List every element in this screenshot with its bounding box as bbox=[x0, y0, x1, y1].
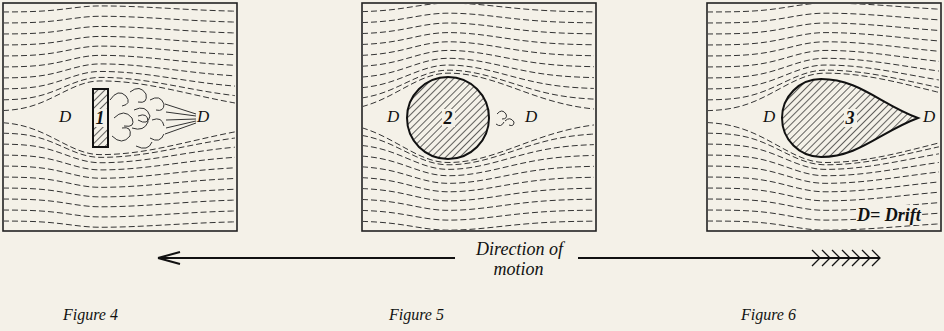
streamline bbox=[708, 4, 939, 12]
streamline bbox=[4, 166, 235, 178]
streamline bbox=[363, 50, 594, 66]
figure-caption: Figure 5 bbox=[388, 306, 445, 323]
drift-label: D bbox=[524, 108, 538, 127]
streamline bbox=[4, 6, 235, 12]
streamline bbox=[4, 26, 235, 34]
drift-label: D bbox=[922, 108, 936, 127]
streamline bbox=[363, 4, 594, 12]
streamline bbox=[4, 155, 235, 170]
figure-caption: Figure 4 bbox=[62, 306, 119, 324]
streamline bbox=[4, 144, 235, 163]
drift-label: D bbox=[762, 108, 776, 127]
streamline bbox=[4, 77, 235, 99]
streamline bbox=[4, 71, 235, 88]
figure-caption: Figure 6 bbox=[740, 306, 797, 323]
streamline bbox=[4, 36, 235, 45]
streamline bbox=[4, 133, 235, 157]
streamline bbox=[363, 210, 594, 220]
streamline bbox=[363, 23, 594, 34]
drift-label: D bbox=[58, 108, 72, 127]
figure-caption: Figure 4 bbox=[62, 306, 119, 323]
streamline bbox=[363, 188, 594, 201]
streamline bbox=[708, 155, 939, 176]
streamline bbox=[363, 166, 594, 183]
figure-caption: Figure 5 bbox=[388, 306, 445, 324]
panel-frame bbox=[3, 3, 941, 231]
round-body: 2 bbox=[406, 76, 490, 160]
drift-label: D bbox=[58, 107, 72, 126]
streamline bbox=[4, 221, 235, 227]
streamline bbox=[708, 188, 939, 201]
streamline bbox=[4, 177, 235, 187]
streamline bbox=[4, 46, 235, 56]
streamline bbox=[363, 221, 594, 230]
streamline bbox=[363, 42, 594, 56]
drift-label: D bbox=[196, 108, 210, 127]
streamline bbox=[4, 188, 235, 197]
direction-text: Direction of motion bbox=[466, 240, 572, 280]
figure-number: 2 bbox=[442, 109, 455, 127]
direction-text: Direction of motion bbox=[475, 239, 563, 279]
streamline bbox=[4, 210, 235, 217]
streamline bbox=[708, 166, 939, 183]
streamline bbox=[4, 64, 235, 78]
drift-key: D= Drift bbox=[856, 205, 922, 225]
streamline bbox=[363, 13, 594, 23]
streamline bbox=[708, 33, 939, 45]
streamline bbox=[708, 58, 939, 78]
streamline bbox=[363, 65, 594, 88]
streamline bbox=[363, 33, 594, 45]
drift-label: D bbox=[922, 107, 936, 126]
flat-plate: 1 bbox=[92, 88, 109, 148]
streamline bbox=[708, 177, 939, 192]
streamline bbox=[363, 199, 594, 210]
drift-key: D= Drift bbox=[856, 206, 922, 226]
streamline bbox=[4, 55, 235, 67]
drift-label: D bbox=[386, 108, 400, 127]
streamline bbox=[4, 199, 235, 207]
figure-number: 1 bbox=[94, 109, 107, 127]
drift-label: D bbox=[524, 107, 538, 126]
streamline bbox=[4, 16, 235, 23]
drift-label: D bbox=[762, 107, 776, 126]
figure-caption: Figure 6 bbox=[740, 306, 797, 324]
streamline bbox=[4, 123, 235, 155]
streamline bbox=[708, 42, 939, 56]
figure-number: 3 bbox=[844, 109, 857, 127]
streamline bbox=[708, 13, 939, 23]
drift-label: D bbox=[196, 107, 210, 126]
drift-label: D bbox=[386, 107, 400, 126]
streamline-body: 3 bbox=[780, 78, 920, 158]
